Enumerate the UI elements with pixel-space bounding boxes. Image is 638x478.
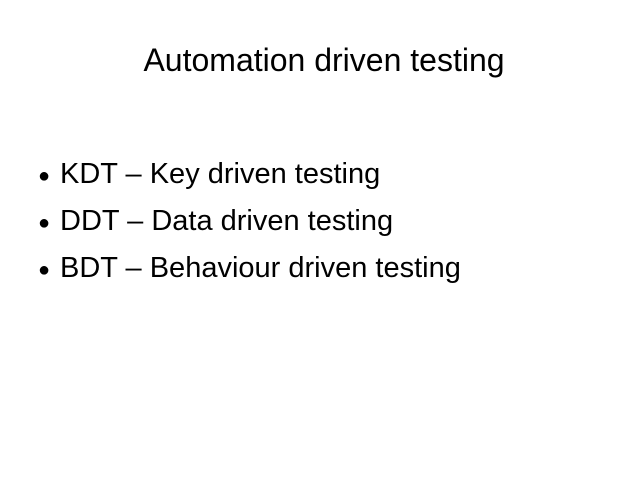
list-item-text: KDT – Key driven testing <box>60 158 381 190</box>
bullet-list: ● KDT – Key driven testing ● DDT – Data … <box>36 158 461 299</box>
list-item-text: DDT – Data driven testing <box>60 205 394 237</box>
list-item: ● KDT – Key driven testing <box>36 158 461 190</box>
bullet-icon: ● <box>38 259 51 281</box>
bullet-icon: ● <box>38 212 51 234</box>
bullet-icon: ● <box>38 165 51 187</box>
list-item: ● DDT – Data driven testing <box>36 205 461 237</box>
list-item: ● BDT – Behaviour driven testing <box>36 252 461 284</box>
slide-title: Automation driven testing <box>143 42 505 78</box>
list-item-text: BDT – Behaviour driven testing <box>60 252 461 284</box>
